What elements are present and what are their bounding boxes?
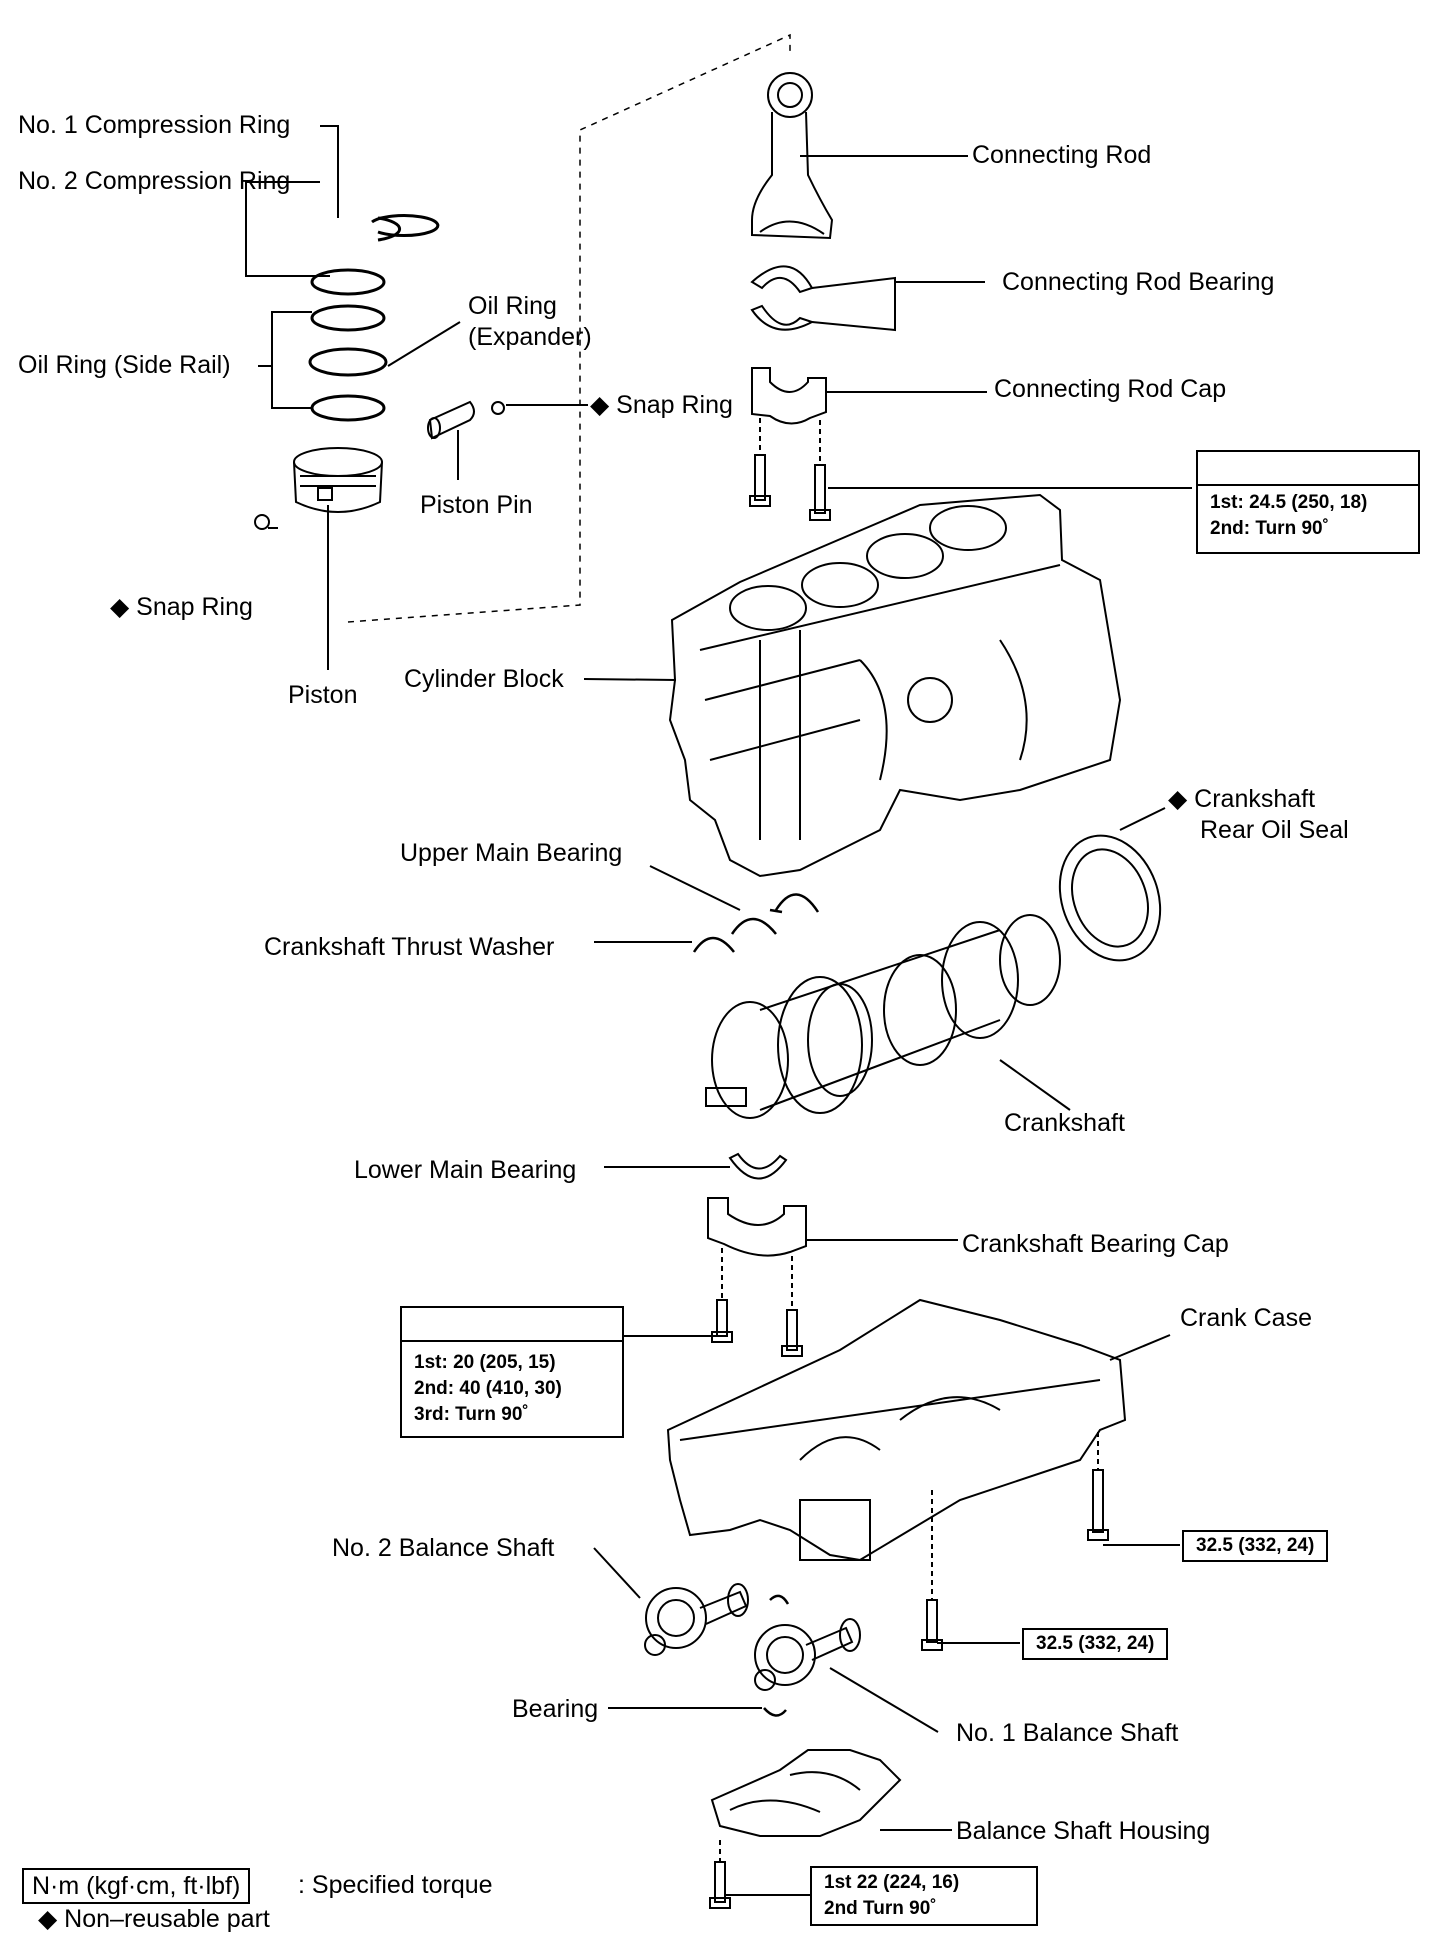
label-balance-shaft-housing: Balance Shaft Housing [956,1817,1211,1845]
label-bearing: Bearing [512,1695,599,1723]
legend-non-reusable: ◆ Non–reusable part [38,1905,270,1933]
label-cylinder-block: Cylinder Block [404,665,564,693]
torque-line: 1st: 24.5 (250, 18) [1210,492,1368,513]
label-no2-balance-shaft: No. 2 Balance Shaft [332,1534,555,1562]
torque-line: 3rd: Turn 90˚ [414,1404,529,1425]
snap-ring-left-drawing [254,514,270,530]
label-crankshaft-rear-oil-seal-2: Rear Oil Seal [1200,816,1349,844]
crank-case-drawing [666,1298,1127,1651]
label-no1-balance-shaft: No. 1 Balance Shaft [956,1719,1179,1747]
torque-box-header [1198,452,1418,486]
label-crankshaft: Crankshaft [1004,1109,1125,1137]
torque-line: 2nd Turn 90˚ [824,1898,937,1919]
rear-oil-seal-drawing [1058,834,1162,962]
label-connecting-rod-cap: Connecting Rod Cap [994,375,1227,403]
lower-main-bearing-drawing [728,1152,788,1180]
label-crankshaft-bearing-cap: Crankshaft Bearing Cap [962,1230,1229,1258]
label-no1-compression-ring: No. 1 Compression Ring [18,111,291,139]
snap-ring-right-drawing [491,401,505,415]
label-lower-main-bearing: Lower Main Bearing [354,1156,577,1184]
torque-line: 1st: 20 (205, 15) [414,1352,556,1373]
label-crank-case: Crank Case [1180,1304,1312,1332]
label-upper-main-bearing: Upper Main Bearing [400,839,623,867]
torque-box-header [402,1308,622,1342]
torque-line: 2nd: Turn 90˚ [1210,518,1329,539]
torque-box-crank-case-1: 32.5 (332, 24) [1182,1530,1329,1562]
balance-shaft-housing-drawing [709,1749,902,1909]
label-connecting-rod-bearing: Connecting Rod Bearing [1002,268,1275,296]
torque-box-balance-housing: 1st 22 (224, 16) 2nd Turn 90˚ [810,1866,1038,1926]
cylinder-block-drawing [668,493,1122,878]
upper-main-bearing-drawing [692,893,820,953]
leader-lines [245,125,1192,1896]
label-snap-ring-right: ◆ Snap Ring [590,391,733,419]
label-no2-compression-ring: No. 2 Compression Ring [18,167,291,195]
label-piston: Piston [288,681,358,709]
label-oil-ring-side-rail: Oil Ring (Side Rail) [18,351,231,379]
connecting-rod-drawing [751,72,834,240]
piston-drawing [293,447,383,513]
torque-line: 1st 22 (224, 16) [824,1872,960,1893]
crankshaft-drawing [705,914,1061,1119]
label-crankshaft-rear-oil-seal: ◆ Crankshaft [1168,785,1316,813]
no1-balance-shaft-drawing [754,1594,861,1691]
piston-pin-drawing [427,400,475,440]
conrod-bolts-drawing [749,418,831,521]
legend-torque-desc: : Specified torque [298,1871,493,1899]
connecting-rod-cap-drawing [751,367,827,425]
legend-torque-unit-box: N·m (kgf·cm, ft·lbf) [22,1868,251,1904]
label-snap-ring-left: ◆ Snap Ring [110,593,253,621]
bearing-drawing [763,1707,787,1717]
label-crankshaft-thrust-washer: Crankshaft Thrust Washer [264,933,555,961]
piston-rings [308,214,440,422]
torque-box-crank-case-2: 32.5 (332, 24) [1022,1628,1169,1660]
torque-box-conrod: 1st: 24.5 (250, 18) 2nd: Turn 90˚ [1196,450,1420,554]
torque-line: 2nd: 40 (410, 30) [414,1378,562,1399]
connecting-rod-bearing-drawing [750,265,815,331]
label-connecting-rod: Connecting Rod [972,141,1152,169]
label-piston-pin: Piston Pin [420,491,533,519]
label-oil-ring-expander-2: (Expander) [468,323,592,351]
label-oil-ring-expander: Oil Ring [468,292,557,320]
torque-box-bearing-cap: 1st: 20 (205, 15) 2nd: 40 (410, 30) 3rd:… [400,1306,624,1438]
crankshaft-bearing-cap-drawing [707,1197,807,1357]
no2-balance-shaft-drawing [644,1583,749,1656]
